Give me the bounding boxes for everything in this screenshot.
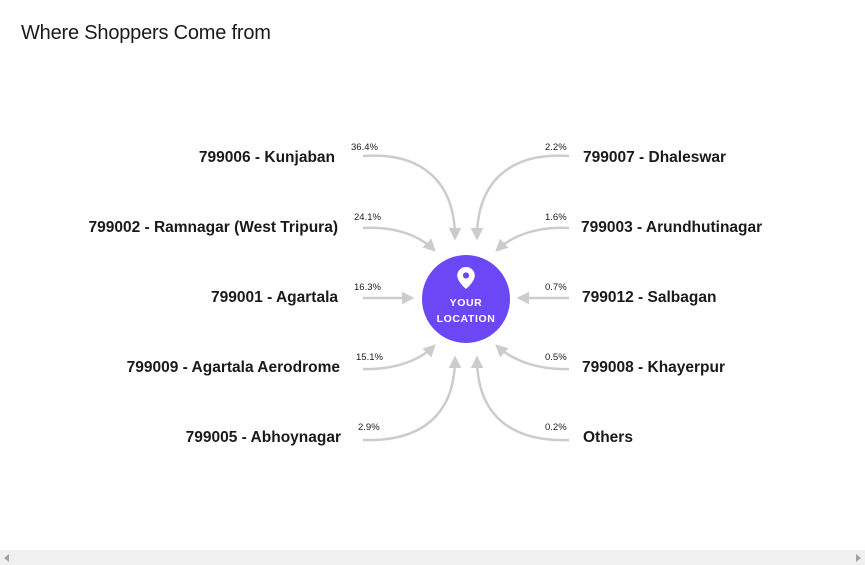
source-label: 799006 - Kunjaban	[198, 149, 335, 166]
flow-arrow-left-4	[362, 344, 436, 371]
source-percent: 1.6%	[545, 212, 567, 223]
source-label: 799008 - Khayerpur	[582, 359, 726, 376]
flow-arrow-left-5	[362, 355, 462, 442]
center-label-line1: YOUR	[449, 297, 483, 309]
source-percent: 0.5%	[545, 352, 567, 363]
center-label-line2: LOCATION	[436, 313, 496, 325]
your-location-node: YOUR LOCATION	[422, 255, 510, 343]
scroll-right-arrow-icon[interactable]	[856, 554, 861, 562]
source-label: 799002 - Ramnagar (West Tripura)	[88, 219, 338, 236]
horizontal-scrollbar[interactable]	[0, 550, 865, 565]
source-percent: 2.9%	[358, 422, 380, 433]
shopper-origin-card: Where Shoppers Come from 799006 - Kunjab…	[21, 22, 763, 446]
scroll-left-arrow-icon[interactable]	[4, 554, 9, 562]
source-percent: 0.7%	[545, 282, 567, 293]
flow-arrow-right-1	[470, 154, 570, 241]
flow-arrow-left-2	[362, 226, 436, 252]
card-title: Where Shoppers Come from	[21, 22, 271, 44]
source-label: 799009 - Agartala Aerodrome	[126, 359, 340, 376]
flow-arrow-right-5	[470, 355, 570, 442]
location-pin-icon	[457, 267, 475, 289]
source-label: 799005 - Abhoynagar	[185, 429, 341, 446]
flow-arrow-right-4	[495, 344, 570, 371]
source-label: 799001 - Agartala	[211, 289, 338, 306]
source-label: 799012 - Salbagan	[582, 289, 717, 306]
source-label: 799007 - Dhaleswar	[583, 149, 727, 166]
source-label: Others	[583, 429, 633, 446]
source-label: 799003 - Arundhutinagar	[581, 219, 763, 236]
source-percent: 15.1%	[356, 352, 383, 363]
source-percent: 36.4%	[351, 142, 378, 153]
source-percent: 16.3%	[354, 282, 381, 293]
flow-arrows	[362, 154, 570, 442]
flow-arrow-right-2	[495, 226, 570, 252]
source-percent: 24.1%	[354, 212, 381, 223]
flow-arrow-left-1	[362, 154, 462, 241]
source-percent: 0.2%	[545, 422, 567, 433]
source-percent: 2.2%	[545, 142, 567, 153]
scrollbar-thumb[interactable]	[14, 553, 851, 562]
